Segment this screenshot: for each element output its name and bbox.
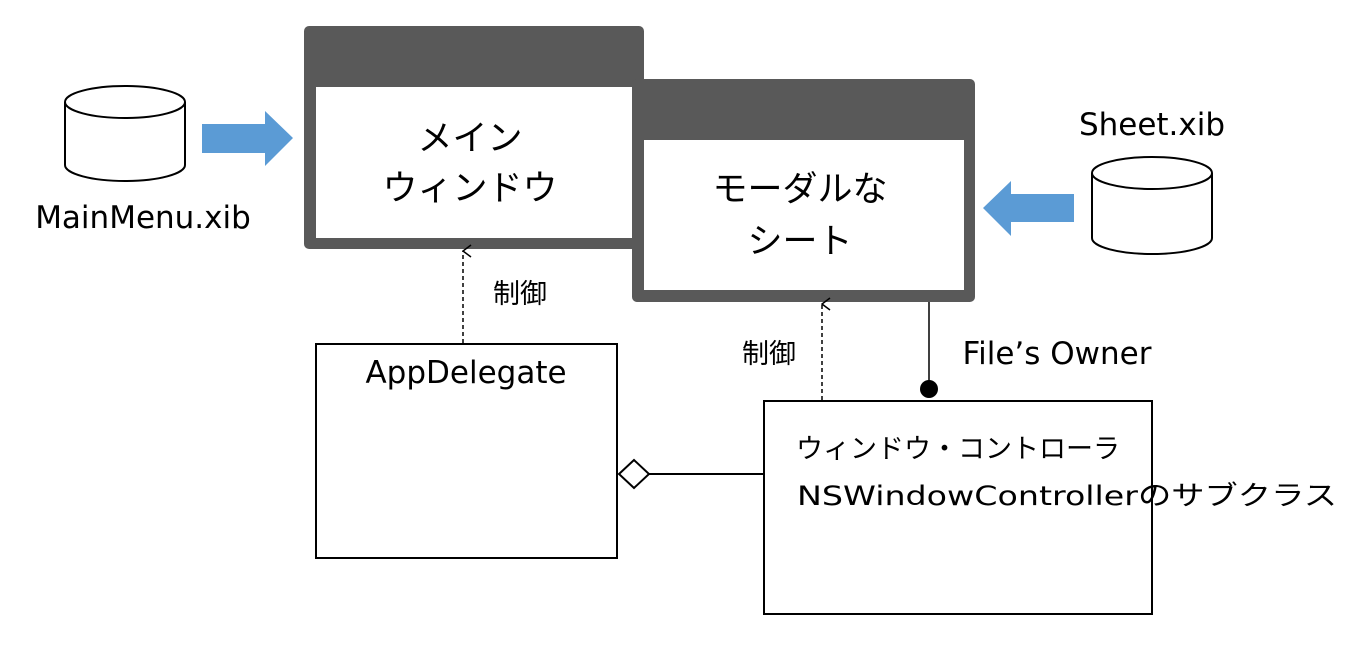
- control-label-main: 制御: [493, 279, 547, 310]
- sheet-xib-label: Sheet.xib: [1079, 107, 1225, 143]
- control-label-sheet: 制御: [742, 339, 796, 370]
- load-arrow-sheet-icon: [983, 181, 1074, 236]
- main-window-title-line1: メイン: [417, 119, 522, 159]
- modal-sheet-title-line2: シート: [747, 222, 852, 262]
- load-arrow-main-icon: [202, 111, 293, 166]
- main-window-title-line2: ウィンドウ: [382, 169, 557, 209]
- sheet-xib-cylinder-icon: [1091, 156, 1213, 255]
- window-controller-title-line2: NSWindowControllerのサブクラス: [797, 481, 1337, 512]
- files-owner-label: File’s Owner: [963, 336, 1152, 372]
- main-menu-xib-label: MainMenu.xib: [35, 200, 251, 236]
- modal-sheet-title-line1: モーダルな: [712, 170, 887, 210]
- modal-sheet-window: [632, 79, 975, 302]
- window-controller-box: [763, 400, 1153, 615]
- aggregation-diamond-icon: [617, 458, 651, 490]
- window-controller-title-line1: ウィンドウ・コントローラ: [796, 434, 1120, 465]
- app-delegate-box: [315, 343, 618, 559]
- main-window: [304, 26, 644, 249]
- main-menu-xib-cylinder-icon: [64, 85, 186, 182]
- app-delegate-title: AppDelegate: [365, 355, 566, 391]
- files-owner-dot-icon: [920, 380, 938, 398]
